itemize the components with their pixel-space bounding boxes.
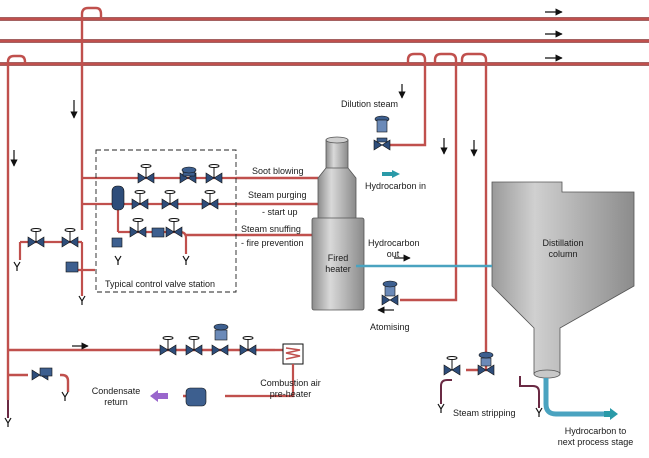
- soot-blowing-label: Soot blowing: [252, 166, 304, 176]
- fire-prevention-label: - fire prevention: [241, 238, 304, 248]
- fired-heater-line2: heater: [325, 264, 351, 274]
- hydrocarbon-in-label: Hydrocarbon in: [365, 181, 427, 191]
- control-valve-station-label: Typical control valve station: [105, 279, 216, 289]
- valve-actuators: [39, 115, 494, 407]
- next-stage-line2: next process stage: [557, 437, 634, 447]
- steam-purging-label: Steam purging: [248, 190, 307, 200]
- distillation-column: [491, 181, 635, 379]
- hydrocarbon-out-label: Hydrocarbon out: [368, 238, 420, 260]
- combustion-air-line1: Combustion air: [260, 378, 321, 388]
- drain-symbols: [4, 255, 543, 427]
- hydrocarbon-out-line2: out: [386, 249, 400, 259]
- branch-pipes: [6, 6, 488, 400]
- control-valve-station-box: [95, 149, 237, 293]
- dilution-steam-label: Dilution steam: [341, 99, 399, 109]
- distillation-column-line1: Distillation: [542, 238, 584, 248]
- combustion-air-preheater: [240, 343, 304, 398]
- combustion-air-label: Combustion air pre-heater: [253, 378, 328, 400]
- hydrocarbon-lines: [356, 264, 610, 417]
- atomising-label: Atomising: [370, 322, 410, 332]
- steam-stripping-label: Steam stripping: [453, 408, 516, 418]
- distillation-column-label: Distillation column: [527, 238, 599, 260]
- condensate-return-line2: return: [104, 397, 128, 407]
- distillation-column-line2: column: [548, 249, 578, 259]
- condensate-return-label: Condensate return: [86, 386, 146, 408]
- hydrocarbon-in-arrow: [382, 170, 400, 178]
- steam-headers: [0, 17, 649, 66]
- hydrocarbon-out-line1: Hydrocarbon: [368, 238, 420, 248]
- combustion-air-line2: pre-heater: [269, 389, 312, 399]
- fired-heater: [311, 136, 365, 311]
- next-stage-line1: Hydrocarbon to: [564, 426, 627, 436]
- fired-heater-label: Fired heater: [318, 253, 358, 275]
- next-stage-label: Hydrocarbon to next process stage: [548, 426, 643, 448]
- valve-handwheels: [30, 164, 458, 370]
- fired-heater-line1: Fired: [327, 253, 349, 263]
- condensate-return-arrow: [150, 390, 168, 402]
- header-flow-arrows: [545, 8, 563, 62]
- next-stage-arrow: [604, 408, 618, 420]
- start-up-label: - start up: [262, 207, 298, 217]
- condensate-return-line1: Condensate: [91, 386, 141, 396]
- flow-arrows: [10, 84, 478, 350]
- steam-snuffing-label: Steam snuffing: [241, 224, 301, 234]
